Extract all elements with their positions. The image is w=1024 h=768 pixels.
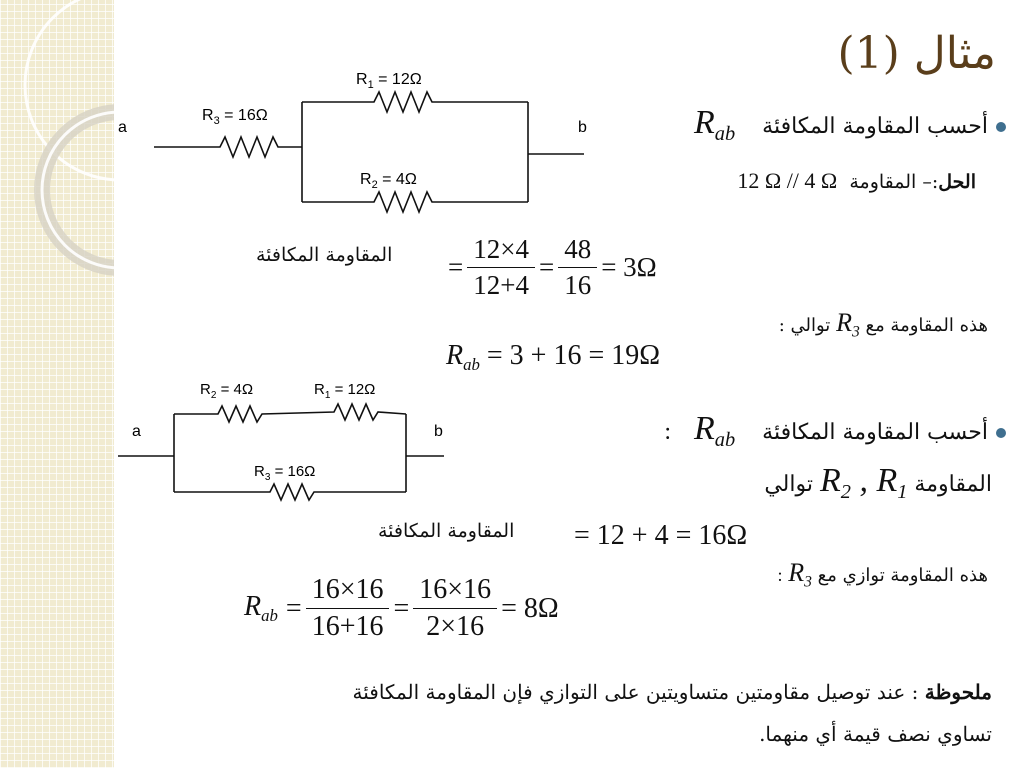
part1-equiv-label: المقاومة المكافئة — [256, 244, 393, 266]
part1-result: = 3Ω — [601, 252, 657, 282]
note-label: ملحوظة — [924, 680, 992, 704]
solution-label: الحل — [938, 171, 976, 193]
part2-frac1-numerator: 16×16 — [305, 574, 390, 609]
circuit2-r2-label: R2 = 4Ω — [200, 381, 253, 401]
circuit2-r1-label: R1 = 12Ω — [314, 381, 375, 401]
part1-solution-line: الحل:– المقاومة 12 Ω // 4 Ω — [737, 168, 976, 194]
solution-rest: :– المقاومة — [849, 171, 939, 193]
circuit1-r3-resistor — [154, 134, 302, 160]
circuit2-r3-resistor — [174, 482, 406, 502]
slide-title: مثال (1) — [837, 28, 996, 79]
part1-bullet: أحسب المقاومة المكافئة Rab — [694, 104, 1006, 146]
circuit1-terminal-a: a — [118, 119, 127, 136]
solution-expression: 12 Ω // 4 Ω — [737, 168, 838, 193]
bullet-dot-icon — [996, 122, 1006, 132]
part1-frac1-numerator: 12×4 — [467, 234, 535, 268]
part2-parallel-note: هذه المقاومة توازي مع R3 : — [777, 558, 989, 591]
note-line-1: ملحوظة : عند توصيل مقاومتين متساويتين عل… — [352, 680, 993, 704]
part2-bullet-text: أحسب المقاومة المكافئة — [762, 420, 988, 445]
note-line-2: تساوي نصف قيمة أي منهما. — [759, 722, 992, 746]
part2-equiv-label: المقاومة المكافئة — [378, 520, 515, 542]
part2-bullet-colon: : — [664, 419, 671, 445]
part1-final-result: Rab = 3 + 16 = 19Ω — [446, 340, 661, 374]
circuit1-r1-label: R1 = 12Ω — [356, 71, 422, 91]
part2-frac1-denominator: 16+16 — [311, 611, 384, 642]
decorative-side-strip — [0, 0, 114, 768]
circuit-diagram-1: a b R1 = 12Ω R3 = 16Ω R2 = 4Ω — [112, 62, 602, 226]
part2-bullet-symbol: Rab — [693, 410, 736, 452]
part1-bullet-symbol: Rab — [693, 104, 736, 146]
circuit1-r2-label: R2 = 4Ω — [360, 171, 417, 191]
circuit-diagram-2: a b R2 = 4Ω R1 = 12Ω R3 = 16Ω — [112, 374, 452, 518]
part1-series-symbol: R3 — [836, 308, 860, 341]
circuit1-r1-resistor — [302, 89, 528, 115]
part1-series-note: هذه المقاومة مع R3 توالي : — [778, 308, 988, 341]
part1-frac2-numerator: 48 — [558, 234, 598, 268]
part1-frac2-denominator: 16 — [564, 270, 592, 300]
part2-frac2-denominator: 2×16 — [426, 611, 485, 642]
part2-series-expression: = 12 + 4 = 16Ω — [574, 520, 748, 551]
circuit1-terminal-b: b — [578, 119, 587, 136]
bullet-dot-icon — [996, 428, 1006, 438]
part2-result: = 8Ω — [501, 592, 559, 624]
part1-bullet-text: أحسب المقاومة المكافئة — [762, 114, 988, 139]
circuit1-r3-label: R3 = 16Ω — [202, 107, 268, 127]
circuit2-series-resistors — [174, 402, 407, 424]
part2-series-symbols: R2 , R1 — [819, 462, 908, 504]
part2-parallel-symbol: R3 — [788, 558, 812, 591]
part2-frac2-numerator: 16×16 — [413, 574, 498, 609]
circuit2-r3-label: R3 = 16Ω — [254, 463, 315, 483]
part2-series-line: المقاومة R2 , R1 توالي — [764, 462, 992, 504]
circuit2-terminal-b: b — [434, 423, 443, 440]
circuit1-r2-resistor — [302, 189, 528, 215]
part1-frac1-denominator: 12+4 — [473, 270, 529, 300]
decorative-rings — [23, 0, 114, 276]
part2-bullet: أحسب المقاومة المكافئة Rab : — [664, 410, 1006, 452]
circuit2-terminal-a: a — [132, 423, 141, 440]
